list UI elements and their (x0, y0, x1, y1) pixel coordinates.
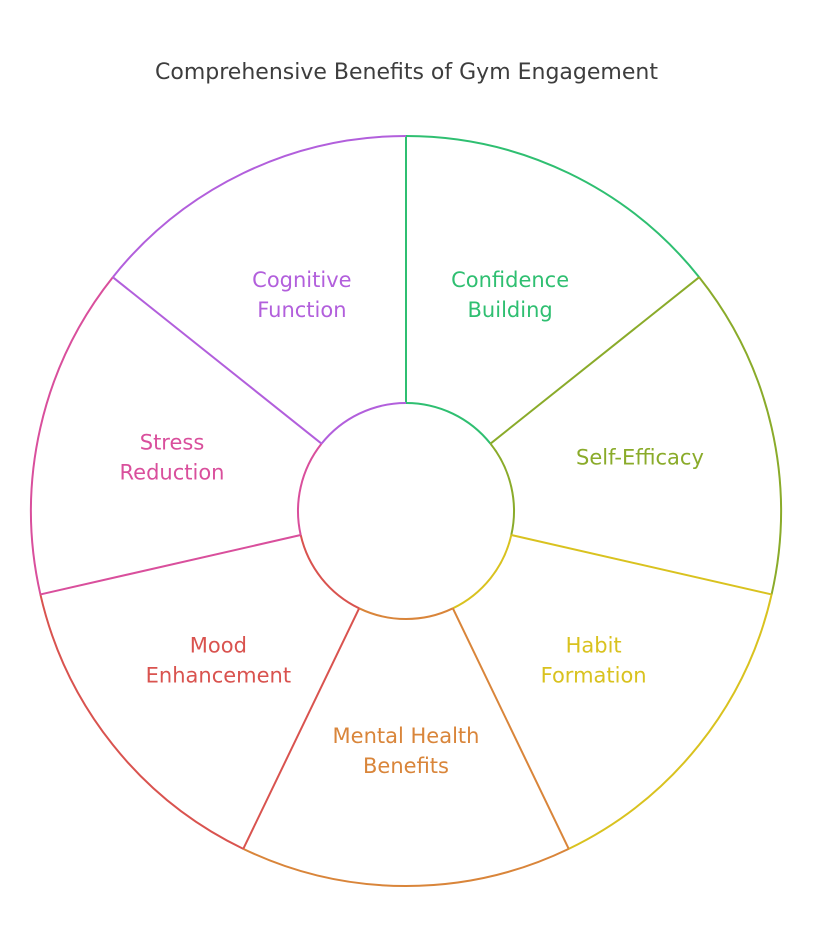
mood-enhancement-outer-arc (39, 594, 244, 850)
stress-reduction-outer-arc (30, 276, 114, 595)
habit-formation-divider (511, 534, 772, 596)
mental-health-benefits-label-line: Benefits (363, 754, 449, 778)
diagram-title: Comprehensive Benefits of Gym Engagement (155, 60, 658, 85)
segment-self-efficacy (489, 276, 782, 595)
mental-health-benefits-label-line: Mental Health (333, 724, 480, 748)
self-efficacy-label-line: Self-Efficacy (576, 446, 704, 470)
stress-reduction-label-line: Stress (140, 431, 205, 455)
confidence-building-inner-arc (405, 402, 492, 445)
mental-health-benefits-inner-arc (358, 607, 454, 620)
self-efficacy-inner-arc (489, 443, 515, 536)
confidence-building-label-line: Confidence (451, 268, 569, 292)
segments-layer (30, 135, 782, 887)
habit-formation-label-line: Formation (541, 664, 647, 688)
segment-stress-reduction (30, 276, 323, 596)
confidence-building-outer-arc (405, 135, 700, 278)
mental-health-benefits-divider (451, 607, 570, 850)
mood-enhancement-inner-arc (299, 534, 360, 610)
cognitive-function-label-line: Cognitive (252, 268, 351, 292)
confidence-building-label-line: Building (468, 298, 553, 322)
segment-mood-enhancement (39, 534, 361, 850)
stress-reduction-inner-arc (297, 443, 323, 536)
habit-formation-label-line: Habit (566, 634, 622, 658)
self-efficacy-outer-arc (698, 276, 782, 595)
stress-reduction-label-line: Reduction (120, 461, 225, 485)
cognitive-function-divider (112, 276, 323, 445)
segment-habit-formation (452, 534, 773, 850)
mood-enhancement-divider (242, 607, 361, 850)
self-efficacy-divider (489, 276, 700, 445)
segment-mental-health-benefits (242, 607, 570, 887)
mood-enhancement-label-line: Mood (190, 634, 247, 658)
self-efficacy-label: Self-Efficacy (576, 446, 704, 470)
cognitive-function-label-line: Function (257, 298, 346, 322)
stress-reduction-divider (40, 534, 301, 596)
segment-cognitive-function (112, 135, 407, 445)
habit-formation-outer-arc (568, 594, 773, 850)
segment-confidence-building (405, 135, 700, 445)
cognitive-function-outer-arc (112, 135, 407, 278)
mental-health-benefits-outer-arc (242, 847, 570, 887)
cognitive-function-inner-arc (320, 402, 407, 445)
habit-formation-inner-arc (452, 534, 513, 610)
mood-enhancement-label-line: Enhancement (146, 664, 291, 688)
